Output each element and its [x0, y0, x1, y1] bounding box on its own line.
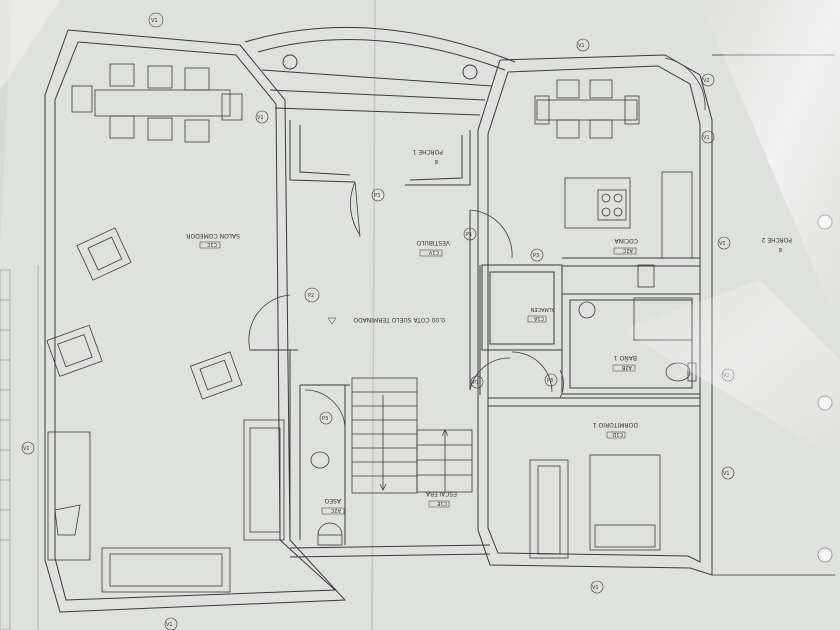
cocina-code: A2C	[622, 247, 633, 253]
bano-name: BAÑO 1	[614, 354, 637, 361]
window-label: V1	[23, 446, 30, 452]
floor-level-text: 0,00 COTA SUELO TERMINADO	[353, 316, 445, 323]
label-salon: C1C SALON COMEDOR	[186, 232, 240, 249]
window-label: V1	[257, 115, 264, 121]
escalera-code: C1E	[437, 500, 447, 506]
porch-column	[282, 54, 298, 70]
vestibulo-name: VESTIBULO	[416, 239, 450, 246]
porche2-name: PORCHE 2	[761, 236, 792, 243]
salon-name: SALON COMEDOR	[186, 232, 240, 239]
salon-code: C1C	[206, 241, 217, 247]
interior-walls	[250, 210, 701, 545]
door-markers	[304, 188, 558, 425]
outer-walls	[44, 26, 713, 613]
cocina-name: COCINA	[614, 237, 638, 244]
window-label: V1	[578, 43, 585, 49]
label-porche1: B PORCHE 1	[412, 148, 443, 164]
label-porche2: B PORCHE 2	[761, 236, 792, 252]
door-p3-label-3: P3	[547, 378, 553, 384]
label-floor-level: 0,00 COTA SUELO TERMINADO	[327, 316, 445, 325]
label-dormitorio: C1D DORMITORIO 1	[593, 421, 638, 439]
door-p3-label-4: P3	[322, 416, 328, 422]
door-p3-label-2: P3	[533, 253, 539, 259]
door-p1-label-2: P1	[473, 380, 479, 386]
vestibulo-code: C1V	[428, 249, 439, 255]
door-p3-label: P3	[374, 193, 380, 199]
door-p1-label: P1	[466, 232, 472, 238]
label-escalera: C1E ESCALERA	[425, 490, 457, 508]
label-almacen: C1A ALMACEN	[527, 306, 555, 323]
binder-hole	[817, 547, 833, 563]
window-label: V2	[703, 78, 710, 84]
window-label: V1	[592, 585, 599, 591]
window-label: V1	[723, 471, 730, 477]
glare	[0, 0, 60, 90]
dormitorio-code: C1D	[612, 431, 623, 437]
label-bano: A2B BAÑO 1	[612, 354, 637, 372]
window-label: V1	[166, 622, 173, 628]
glare	[620, 280, 840, 460]
label-vestibulo: C1V VESTIBULO	[416, 239, 450, 257]
almacen-name: ALMACEN	[530, 306, 555, 312]
aseo-name: ASEO	[324, 497, 341, 504]
fold-line	[371, 0, 376, 630]
window-label: V1	[151, 18, 158, 24]
furniture	[46, 63, 697, 593]
porche1-name: PORCHE 1	[412, 148, 443, 155]
label-cocina: A2C COCINA	[614, 237, 638, 255]
label-aseo: A2C ASEO	[321, 497, 345, 515]
stairs	[351, 377, 473, 494]
porche2-code: B	[778, 246, 782, 252]
dormitorio-name: DORMITORIO 1	[593, 421, 638, 428]
door-p2-label: P2	[308, 293, 314, 299]
almacen-code: C1A	[533, 315, 544, 321]
bano-code: A2B	[621, 364, 632, 370]
porche1-code: B	[434, 158, 438, 164]
glare	[700, 0, 840, 330]
left-edge-table	[0, 269, 11, 630]
escalera-name: ESCALERA	[425, 490, 457, 497]
porch-column	[462, 64, 478, 80]
aseo-code: A2C	[330, 507, 341, 513]
window-label: V1	[719, 241, 726, 247]
window-label: V1	[703, 135, 710, 141]
